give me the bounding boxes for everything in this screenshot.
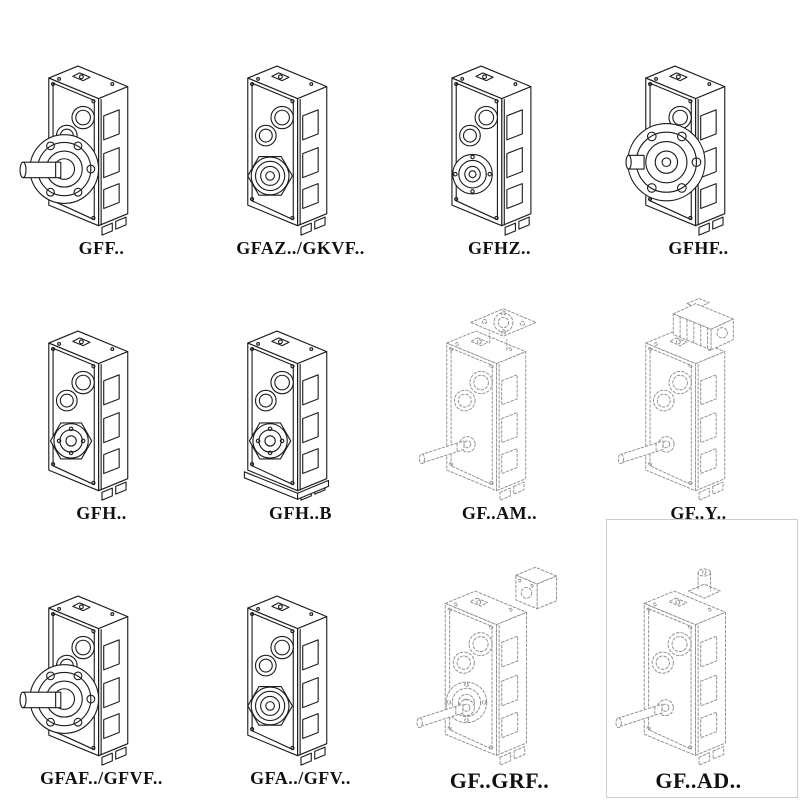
- bearing-rings-icon: [451, 153, 493, 195]
- catalog-item-gfh: GFH..: [2, 267, 201, 532]
- catalog-item-gfh-b: GFH..B: [201, 267, 400, 532]
- gearbox-with-motor-drawing: [617, 298, 734, 501]
- gearbox-housing: [47, 330, 128, 501]
- gearbox-large-flange-drawing: [625, 65, 725, 236]
- catalog-item-gfhz: GFHZ..: [400, 2, 599, 267]
- model-label: GFA../GFV..: [250, 768, 351, 789]
- model-label: GF..GRF..: [449, 767, 550, 793]
- panel-outline: [606, 519, 798, 798]
- catalog-item-gfaf-gfvf: GFAF../GFVF..: [2, 533, 201, 798]
- large-output-flange-icon: [625, 122, 705, 201]
- gearbox-housing: [643, 590, 726, 766]
- gearbox-housing: [246, 65, 327, 236]
- catalog-item-gf-grf: GF..GRF..: [400, 533, 599, 798]
- gear-adapter-box-icon: [514, 566, 557, 609]
- model-label: GFH..: [76, 503, 127, 524]
- catalog-item-gf-ad: GF..AD..: [599, 533, 798, 798]
- gearbox-plain-drawing: [47, 330, 128, 501]
- model-label: GFAF../GFVF..: [40, 768, 163, 789]
- catalog-item-gfhf: GFHF..: [599, 2, 798, 267]
- output-flange-icon: [19, 134, 99, 204]
- gearbox-flange-shaft-drawing: [19, 596, 128, 766]
- gearbox-bearing-rings-drawing: [451, 65, 531, 236]
- model-label: GFH..B: [268, 503, 332, 524]
- model-label: GFF..: [78, 237, 125, 258]
- catalog-item-gff: GFF..: [2, 2, 201, 267]
- gearbox-motor-adapter-drawing: [418, 308, 536, 501]
- catalog-item-gf-y: GF..Y..: [599, 267, 798, 532]
- gearbox-gear-adapter-drawing: [416, 566, 557, 766]
- gearbox-housing: [444, 590, 527, 766]
- gearbox-housing: [451, 65, 531, 236]
- model-label: GFHF..: [668, 237, 729, 258]
- gearbox-base-drawing: [243, 330, 329, 501]
- model-label: GF..Y..: [670, 503, 727, 524]
- gearbox-hollow-shaft-drawing: [246, 596, 327, 766]
- gearbox-housing: [445, 330, 526, 501]
- output-flange-icon: [19, 664, 99, 735]
- model-label: GF..AD..: [655, 767, 742, 793]
- gearbox-housing: [246, 596, 327, 766]
- input-shaft-adapter-icon: [687, 568, 721, 599]
- catalog-item-gfa-gfv: GFA../GFV..: [201, 533, 400, 798]
- gearbox-housing: [644, 330, 725, 501]
- model-label: GFAZ../GKVF..: [236, 237, 365, 258]
- model-label: GFHZ..: [467, 237, 531, 258]
- gearbox-housing: [246, 330, 327, 501]
- gearbox-flange-shaft-drawing: [19, 65, 128, 236]
- model-label: GF..AM..: [461, 503, 538, 524]
- catalog-item-gf-am: GF..AM..: [400, 267, 599, 532]
- gearbox-hollow-shaft-drawing: [246, 65, 327, 236]
- catalog-item-gfaz-gkvf: GFAZ../GKVF..: [201, 2, 400, 267]
- gearbox-input-adapter-drawing: [615, 568, 726, 766]
